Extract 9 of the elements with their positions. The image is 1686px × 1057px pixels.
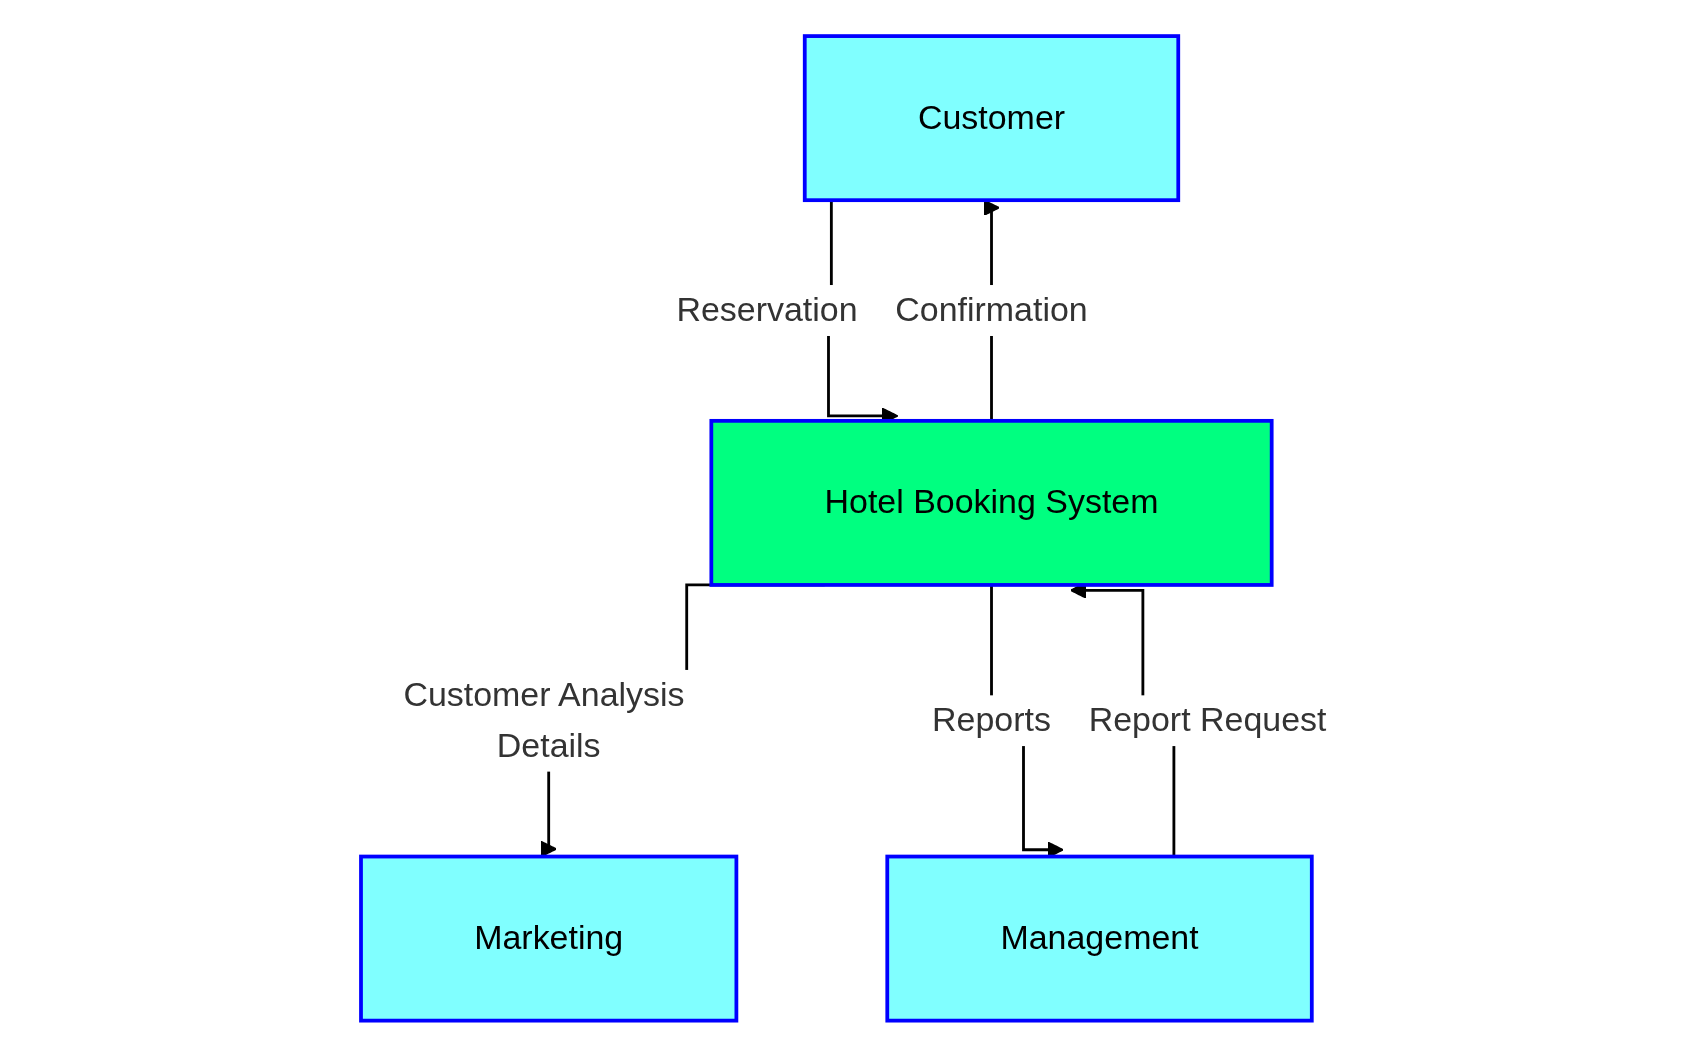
node-box: Management — [885, 854, 1314, 1023]
edge-label: Reservation — [676, 290, 858, 329]
edge-label: Reports — [931, 701, 1051, 739]
edge-label: Confirmation — [894, 290, 1088, 329]
edge-label: Customer Analysis Details — [403, 675, 685, 765]
node-box: Hotel Booking System — [709, 419, 1274, 587]
edge-label: Report Request — [1088, 701, 1327, 739]
node-box: Marketing — [358, 854, 738, 1023]
node-box: Customer — [802, 34, 1180, 203]
